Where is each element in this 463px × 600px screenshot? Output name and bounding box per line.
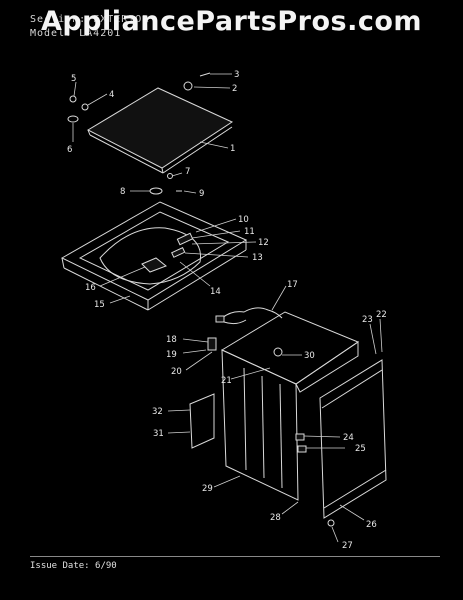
callout-11: 11 bbox=[244, 227, 255, 237]
callout-28: 28 bbox=[270, 513, 281, 523]
watermark: AppliancePartsPros.com bbox=[40, 6, 423, 37]
control-bracket-part bbox=[207, 337, 217, 351]
callout-4: 4 bbox=[109, 90, 114, 100]
lid-switch-part bbox=[176, 232, 194, 246]
callout-20: 20 bbox=[171, 367, 182, 377]
callout-26: 26 bbox=[366, 520, 377, 530]
front-panel-part bbox=[319, 359, 387, 519]
callout-15: 15 bbox=[94, 300, 105, 310]
side-panel-part bbox=[189, 393, 215, 449]
callout-1: 1 bbox=[230, 144, 235, 154]
bleach-dispenser-part bbox=[141, 257, 167, 273]
callout-31: 31 bbox=[153, 429, 164, 439]
callout-9: 9 bbox=[199, 189, 204, 199]
callout-22: 22 bbox=[376, 310, 387, 320]
cabinet-top-edge bbox=[220, 311, 360, 385]
callout-24: 24 bbox=[343, 433, 354, 443]
wire-harness-part bbox=[221, 307, 283, 319]
callout-18: 18 bbox=[166, 335, 177, 345]
callout-32: 32 bbox=[152, 407, 163, 417]
callout-27: 27 bbox=[342, 541, 353, 551]
foot-part bbox=[327, 519, 335, 527]
hinge-pin-part bbox=[183, 81, 193, 91]
callout-12: 12 bbox=[258, 238, 269, 248]
model-label: Model: LA4201 bbox=[30, 28, 122, 39]
callout-14: 14 bbox=[210, 287, 221, 297]
callout-19: 19 bbox=[166, 350, 177, 360]
callout-13: 13 bbox=[252, 253, 263, 263]
callout-23: 23 bbox=[362, 315, 373, 325]
callout-21: 21 bbox=[221, 376, 232, 386]
hinge-part bbox=[81, 103, 89, 111]
callout-17: 17 bbox=[287, 280, 298, 290]
callout-30: 30 bbox=[304, 351, 315, 361]
callout-3: 3 bbox=[234, 70, 239, 80]
issue-date: Issue Date: 6/90 bbox=[30, 561, 117, 571]
footer-divider bbox=[30, 556, 440, 557]
cabinet-part bbox=[221, 349, 299, 501]
screw-part bbox=[69, 95, 77, 103]
section-label: Section: EXTERIOR bbox=[30, 14, 150, 25]
callout-labels: 1 2 3 4 5 6 7 8 9 10 11 12 13 14 15 16 1… bbox=[67, 70, 387, 551]
callout-29: 29 bbox=[202, 484, 213, 494]
callout-5: 5 bbox=[71, 74, 76, 84]
bumper-part bbox=[67, 115, 79, 123]
callout-8: 8 bbox=[120, 187, 125, 197]
lid-part bbox=[86, 87, 234, 169]
callout-10: 10 bbox=[238, 215, 249, 225]
callout-2: 2 bbox=[232, 84, 237, 94]
callout-25: 25 bbox=[355, 444, 366, 454]
callout-6: 6 bbox=[67, 145, 72, 155]
leader-lines bbox=[72, 73, 383, 543]
grommet-part bbox=[149, 187, 163, 195]
callout-16: 16 bbox=[85, 283, 96, 293]
callout-7: 7 bbox=[185, 167, 190, 177]
